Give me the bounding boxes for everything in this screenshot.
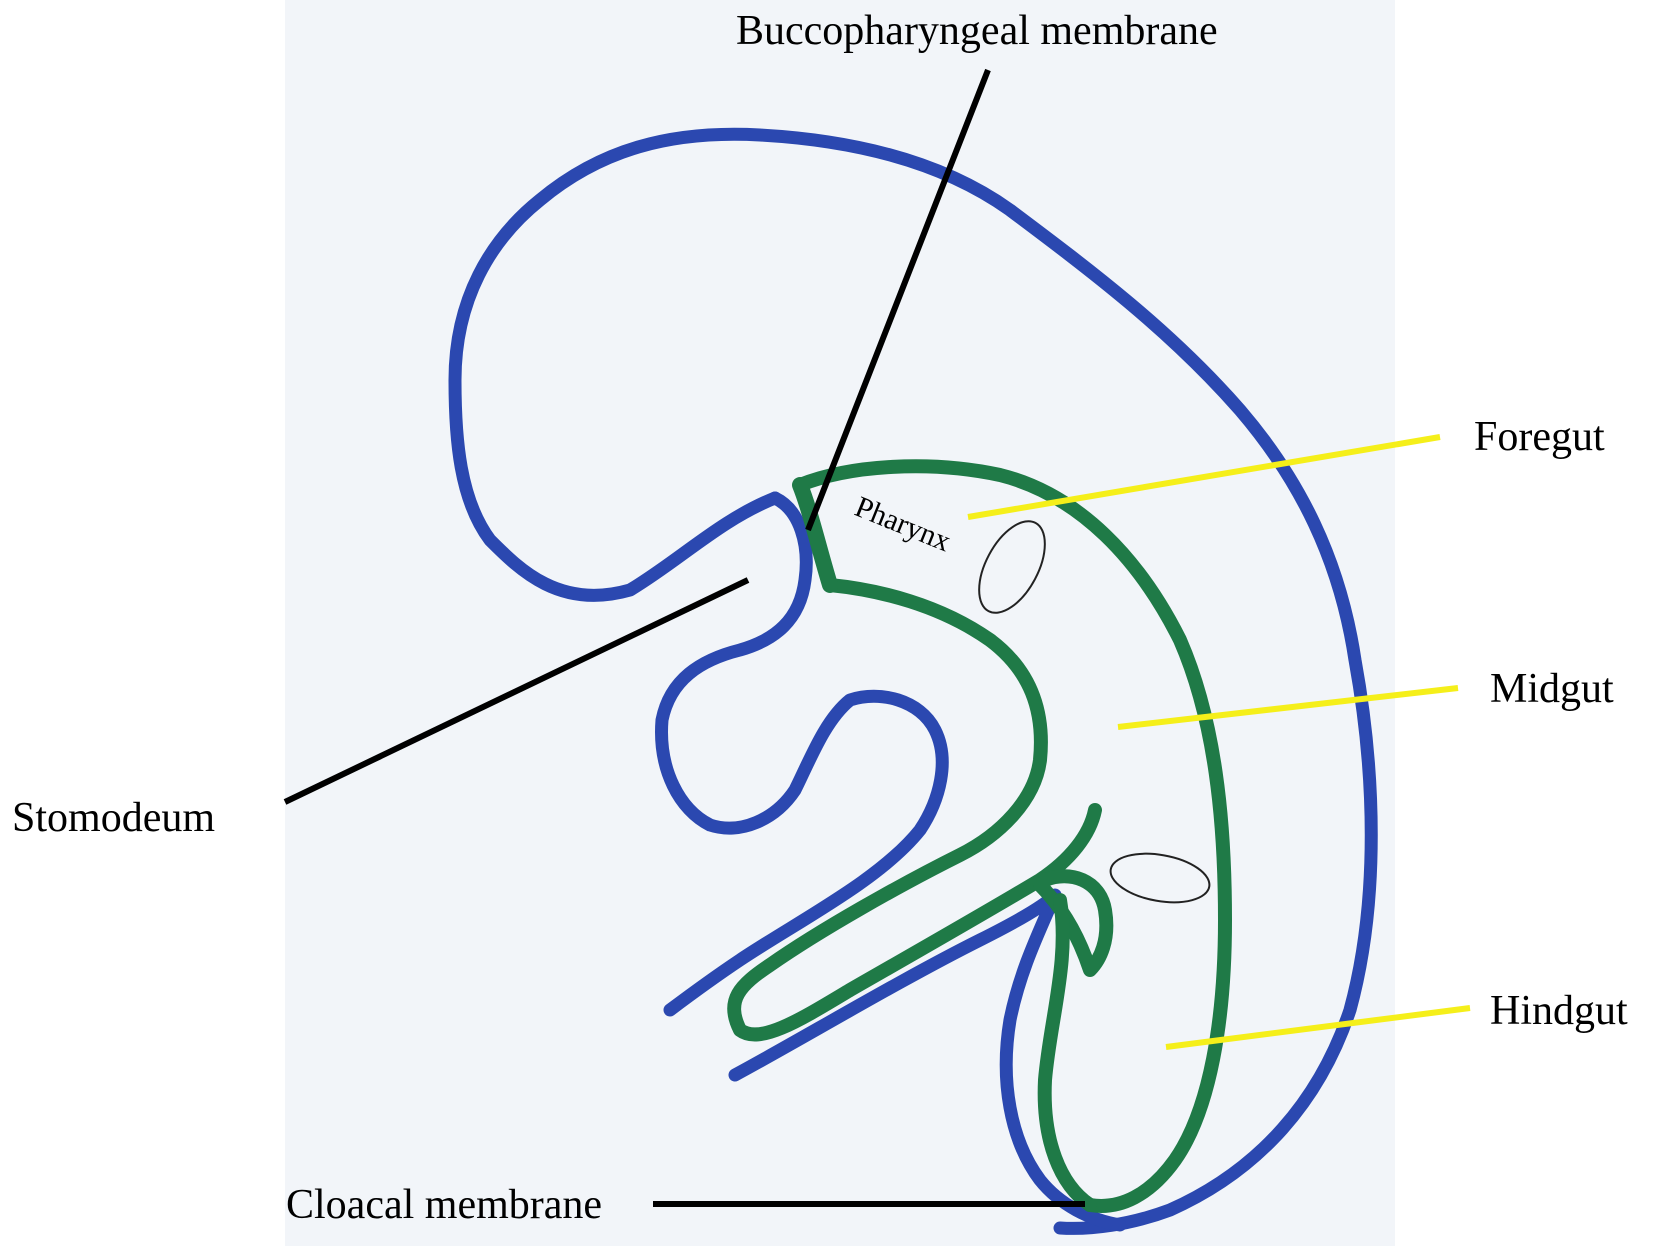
- label-cloacal-membrane: Cloacal membrane: [286, 1184, 602, 1226]
- foregut-ventral-wall: [734, 585, 1095, 1034]
- label-buccopharyngeal-membrane: Buccopharyngeal membrane: [736, 10, 1218, 52]
- allantois-loop: [1040, 876, 1106, 970]
- stomodeum-ectoderm: [662, 498, 943, 1010]
- label-midgut: Midgut: [1490, 668, 1614, 710]
- ectoderm-outline: [455, 134, 1371, 1228]
- midgut-oval: [1107, 847, 1213, 910]
- label-hindgut: Hindgut: [1490, 990, 1628, 1032]
- label-stomodeum: Stomodeum: [12, 797, 215, 839]
- pharynx-oval: [966, 511, 1059, 624]
- foregut-leader: [968, 437, 1440, 517]
- label-foregut: Foregut: [1474, 416, 1605, 458]
- midgut-leader: [1118, 688, 1458, 727]
